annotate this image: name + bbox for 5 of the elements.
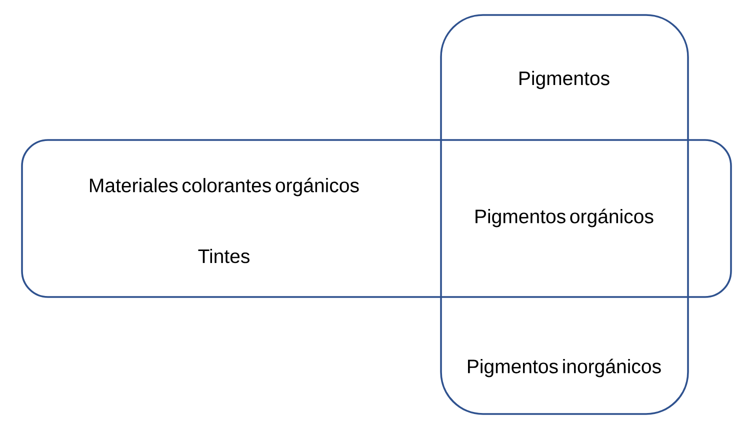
box-text: Pigmentos inorgánicos [468, 358, 661, 378]
box-text: Tintes [198, 248, 250, 264]
overlap-text: Pigmentos orgánicos [476, 208, 654, 228]
box-text: Materiales colorantes orgánicos [90, 178, 359, 196]
box-text: Pigmentos [520, 70, 610, 90]
